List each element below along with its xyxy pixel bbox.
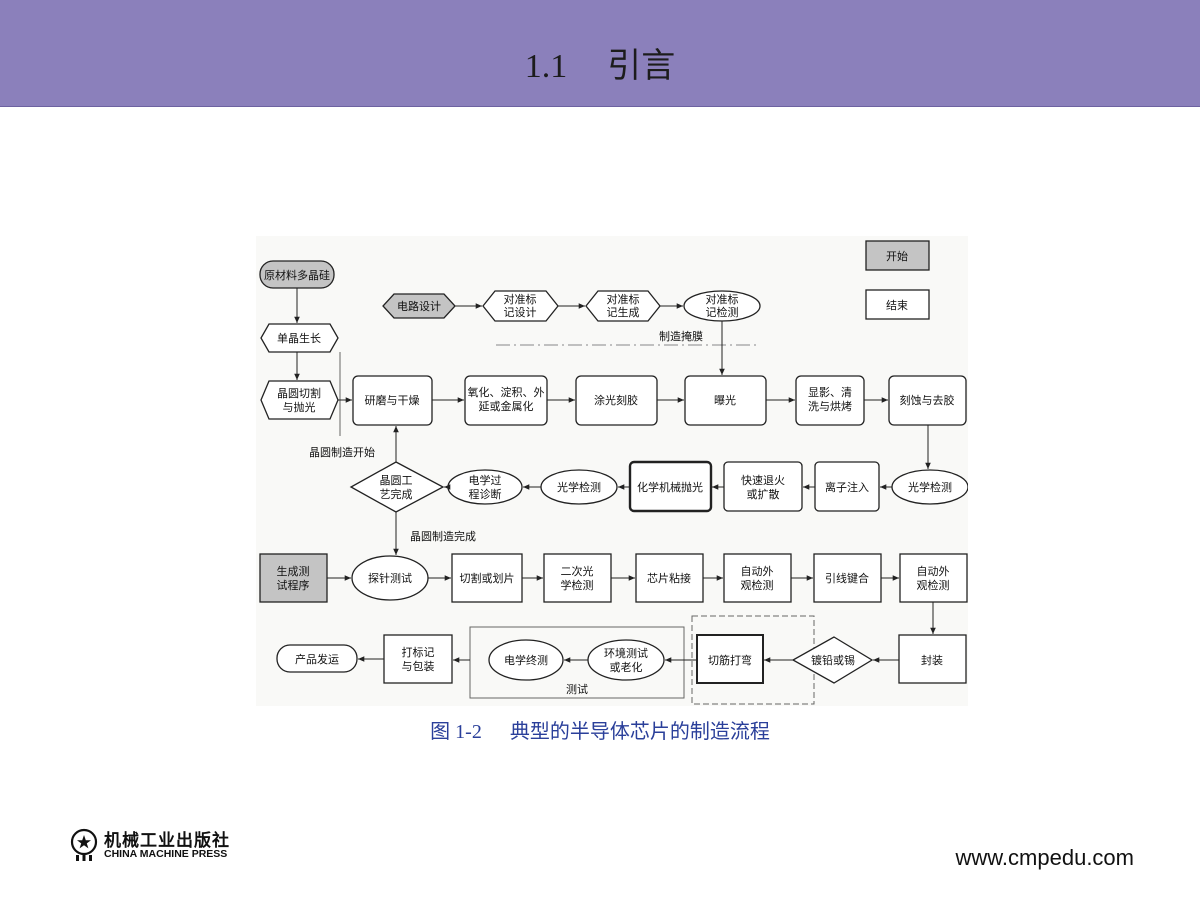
plating-node: [791, 636, 874, 684]
oxidation-label-2: 延或金属化: [479, 399, 534, 413]
auto-visual-1-node: [723, 553, 792, 603]
shipping-node: [276, 644, 358, 673]
legend-start-label: 开始: [886, 249, 908, 263]
grind-dry-label: 研磨与干燥: [365, 394, 420, 407]
wire-bond-label: 引线键合: [825, 571, 869, 585]
second-optical-label-1: 二次光: [561, 564, 594, 578]
website-url[interactable]: www.cmpedu.com: [955, 845, 1134, 870]
auto-visual-2-node: [899, 553, 968, 603]
mark-pack-label-1: 打标记: [402, 645, 435, 659]
wafer-slice-label-2: 与抛光: [283, 400, 316, 414]
mark-pack-node: [383, 634, 453, 684]
slide-title: 1.1 引言: [0, 38, 1200, 87]
figure-number: 图 1-2: [430, 721, 482, 743]
mask-label: 制造掩膜: [659, 329, 703, 343]
flowchart: 原材料多晶硅 单晶生长 晶圆切割 与抛光 电路设计 对准标 记设计 对准标 记生…: [256, 236, 968, 706]
electrical-diag-label-1: 电学过: [469, 473, 502, 487]
test-group-box: [469, 626, 685, 699]
crystal-growth-label: 单晶生长: [277, 331, 321, 345]
mark-generate-label-2: 记生成: [607, 305, 640, 319]
publisher-emblem-icon: [70, 828, 98, 861]
test-program-label-2: 试程序: [277, 578, 310, 592]
test-program-label-1: 生成测: [277, 564, 310, 578]
trim-form-label: 切筋打弯: [708, 653, 752, 667]
fab-done-label: 晶圆制造完成: [410, 529, 476, 543]
env-test-label-1: 环境测试: [604, 646, 648, 660]
raw-material-label: 原材料多晶硅: [264, 268, 330, 282]
mark-inspect-label-2: 记检测: [706, 305, 739, 319]
wafer-done-label-1: 晶圆工: [380, 474, 413, 487]
electrical-diag-label-2: 程诊断: [469, 487, 502, 501]
anneal-label-2: 或扩散: [747, 487, 780, 501]
title-banner: [0, 0, 1200, 107]
ion-implant-label: 离子注入: [825, 480, 869, 494]
publisher-name-en: CHINA MACHINE PRESS: [104, 848, 228, 860]
final-electrical-node: [488, 639, 564, 681]
mark-generate-node: [585, 290, 661, 322]
die-bond-label: 芯片粘接: [647, 571, 691, 585]
legend-end-box: [865, 289, 930, 320]
mark-generate-label-1: 对准标: [607, 292, 640, 306]
probe-test-label: 探针测试: [368, 571, 412, 585]
mark-inspect-label-1: 对准标: [706, 292, 739, 306]
dicing-node: [451, 553, 523, 603]
figure-caption: 图 1-2 典型的半导体芯片的制造流程: [0, 715, 1200, 744]
mark-design-label-1: 对准标: [504, 292, 537, 306]
photoresist-label: 涂光刻胶: [594, 393, 638, 407]
section-title: 引言: [607, 46, 676, 86]
publisher-logo: 机械工业出版社 CHINA MACHINE PRESS: [70, 826, 270, 866]
oxidation-label-1: 氧化、淀积、外: [468, 385, 545, 399]
plating-label: 镀铅或锡: [811, 653, 855, 667]
auto-visual-1-label-1: 自动外: [741, 565, 774, 578]
test-group-label: 测试: [566, 683, 588, 696]
wafer-slice-node: [260, 380, 339, 420]
final-electrical-label: 电学终测: [504, 653, 548, 667]
legend-end-label: 结束: [886, 299, 908, 312]
mark-design-node: [482, 290, 559, 322]
seal-node: [898, 634, 967, 684]
mark-pack-label-2: 与包装: [402, 660, 435, 673]
exposure-label: 曝光: [714, 393, 736, 407]
die-bond-node: [635, 553, 704, 603]
optical-inspect-2-label: 光学检测: [908, 480, 952, 494]
anneal-label-1: 快速退火: [741, 474, 785, 487]
second-optical-node: [543, 553, 612, 603]
auto-visual-1-label-2: 观检测: [741, 578, 774, 592]
wafer-slice-label-1: 晶圆切割: [277, 386, 321, 400]
optical-inspect-1-label: 光学检测: [557, 480, 601, 494]
auto-visual-2-label-2: 观检测: [917, 578, 950, 592]
second-optical-label-2: 学检测: [561, 578, 594, 592]
legend-start-box: [865, 240, 930, 271]
develop-label-1: 显影、清: [808, 386, 852, 399]
auto-visual-2-label-1: 自动外: [917, 565, 950, 578]
cmp-label: 化学机械抛光: [637, 480, 703, 494]
publisher-name-cn: 机械工业出版社: [104, 831, 230, 851]
shipping-label: 产品发运: [295, 652, 339, 666]
circuit-design-label: 电路设计: [397, 300, 441, 313]
env-test-node: [587, 639, 665, 681]
section-number: 1.1: [524, 48, 568, 85]
fab-start-label: 晶圆制造开始: [309, 445, 375, 459]
etch-label: 刻蚀与去胶: [900, 393, 955, 407]
test-program-node: [259, 553, 328, 603]
crystal-growth-node: [260, 323, 339, 353]
env-test-label-2: 或老化: [610, 660, 643, 674]
wire-bond-node: [813, 553, 882, 603]
dicing-label: 切割或划片: [460, 571, 515, 585]
circuit-design-node: [382, 293, 456, 319]
develop-label-2: 洗与烘烤: [808, 399, 852, 413]
trim-form-node: [696, 634, 764, 684]
figure-caption-text: 典型的半导体芯片的制造流程: [509, 719, 770, 743]
seal-label: 封装: [921, 653, 943, 667]
wafer-done-label-2: 艺完成: [380, 487, 413, 501]
mark-design-label-2: 记设计: [504, 306, 537, 319]
